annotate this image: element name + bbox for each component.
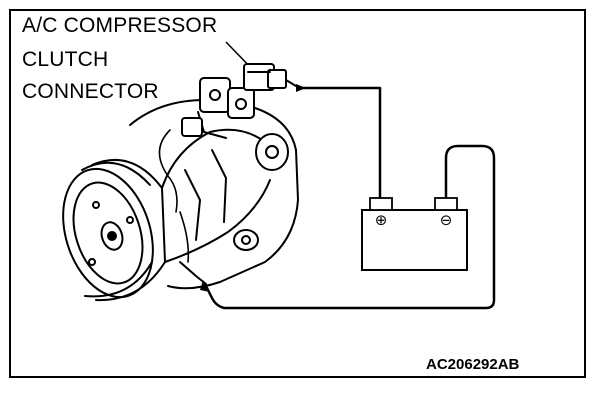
hub-bolt [107, 231, 117, 241]
connector-lead [285, 79, 297, 87]
negative-probe-tip [200, 280, 210, 292]
plate-hole-3 [88, 258, 96, 266]
pulley-rim-bottom [84, 261, 153, 298]
connector-plug [267, 69, 287, 89]
pulley-side [91, 158, 166, 302]
port-fitting-2 [227, 87, 255, 119]
connector-label-line-2: CLUTCH [22, 48, 109, 71]
negative-wire [204, 144, 496, 310]
wire-harness [158, 129, 178, 213]
positive-symbol: ⊕ [375, 211, 388, 229]
body-rib-2 [211, 149, 227, 223]
clutch-plate [72, 181, 144, 285]
body-rib-1 [184, 169, 201, 241]
pulley-rim-top [81, 161, 151, 186]
plate-hole-2 [126, 216, 134, 224]
wire-harness-2 [179, 211, 190, 263]
positive-wire [296, 86, 382, 198]
mount-hole [265, 145, 279, 159]
ac-compressor [62, 63, 299, 302]
mounting-boss [255, 133, 289, 171]
negative-symbol: ⊖ [440, 211, 453, 229]
positive-probe-tip [296, 84, 306, 92]
body-contour-1 [161, 128, 263, 189]
positive-terminal [369, 197, 393, 211]
port-1 [209, 89, 221, 101]
compressor-body-outline [129, 99, 299, 290]
side-bracket [181, 117, 203, 137]
negative-terminal [434, 197, 458, 211]
test-wires [204, 86, 496, 310]
port-fitting-1 [199, 77, 231, 113]
port-2 [235, 98, 247, 110]
battery-case [361, 209, 468, 271]
plate-hole-1 [92, 201, 100, 209]
connector-label-line-3: CONNECTOR [22, 80, 159, 103]
battery: ⊕ ⊖ [361, 197, 468, 271]
ground-terminal [179, 261, 207, 285]
lower-boss [233, 229, 259, 251]
body-contour-2 [164, 179, 271, 263]
connector-label-line-1: A/C COMPRESSOR [22, 14, 218, 37]
lower-hole [241, 235, 251, 245]
figure-code: AC206292AB [426, 356, 520, 373]
